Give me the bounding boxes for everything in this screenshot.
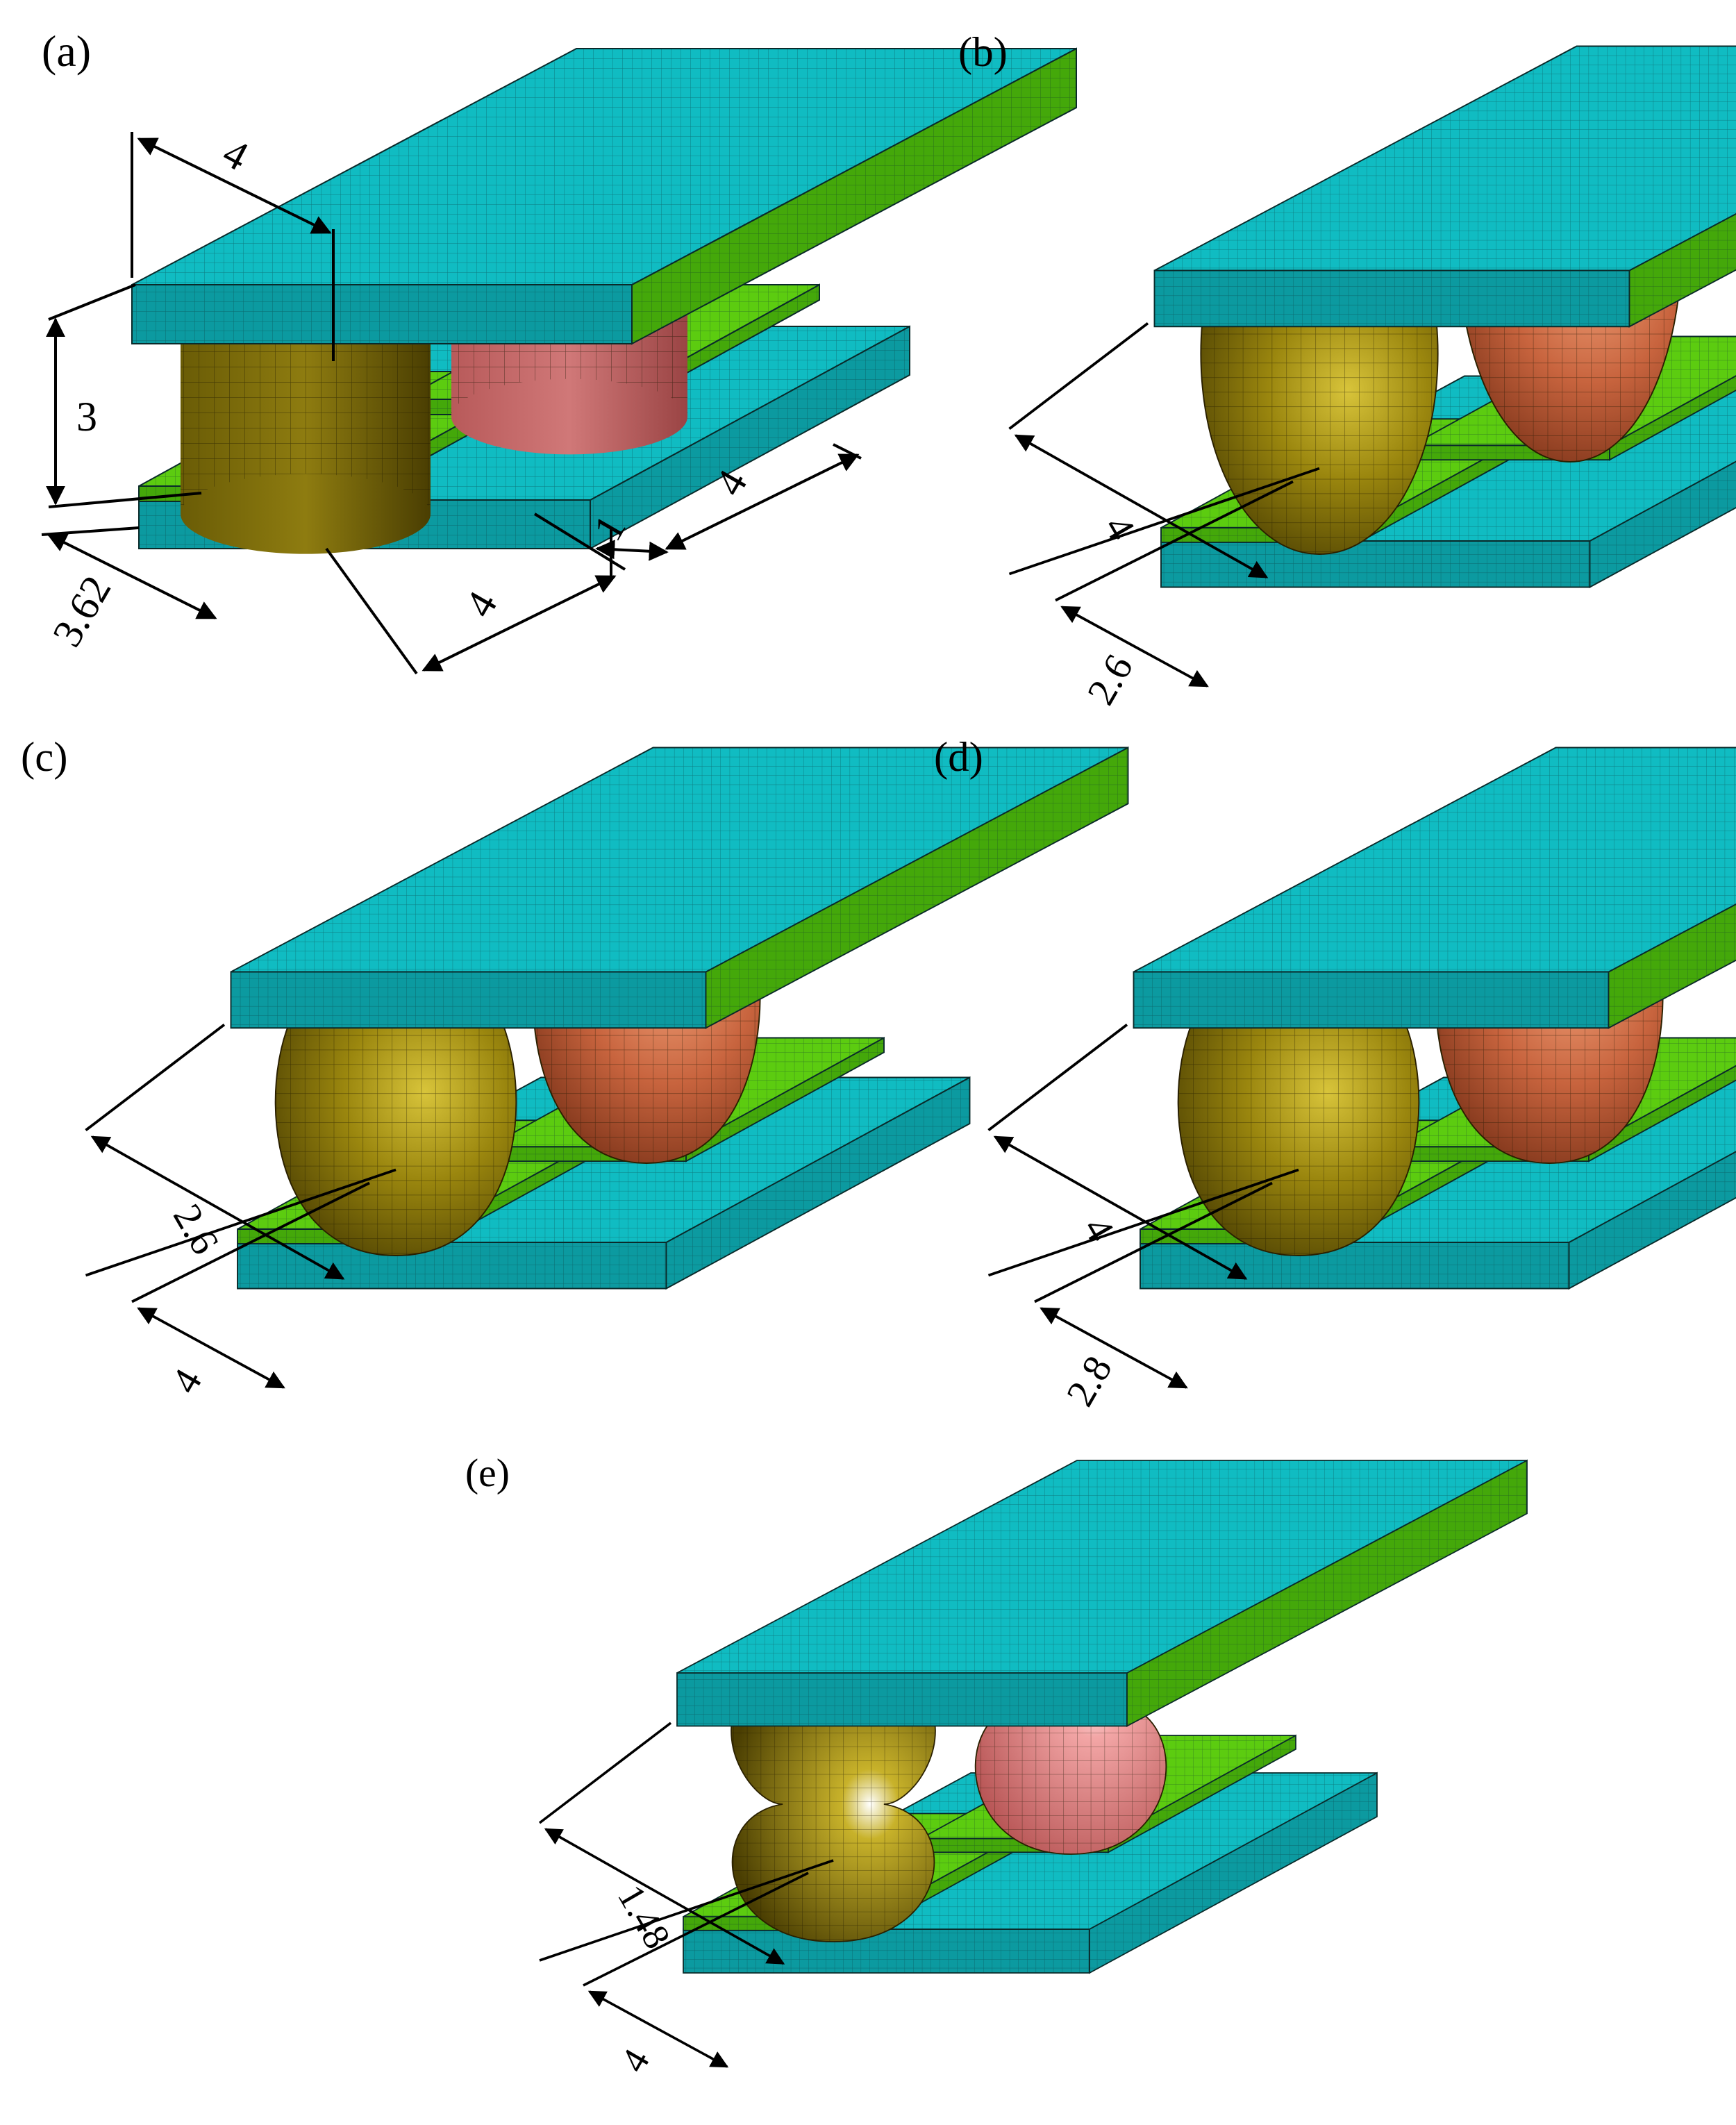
panel-label: (e)	[465, 1451, 510, 1495]
dim-secondary-value: 4	[612, 2042, 658, 2078]
solder-joint-front-mesh	[1178, 992, 1419, 1256]
extension-line	[583, 1872, 809, 1987]
extension-line	[1008, 322, 1149, 431]
extension-line	[48, 283, 136, 321]
extension-line	[48, 492, 202, 508]
dim-height-value: 3	[76, 394, 97, 440]
dim-pad-width-value: 4	[456, 584, 506, 625]
bottom-substrate-front-mesh	[683, 1929, 1090, 1973]
solder-joint-front-base	[181, 474, 431, 554]
extension-line	[1034, 1181, 1273, 1303]
dim-primary-arrow	[993, 1135, 1248, 1280]
panel-c: (c)2.64	[21, 734, 1129, 1401]
bottom-pad-back-side-mesh	[1589, 1065, 1736, 1162]
bottom-pad-back-side-mesh	[686, 1038, 885, 1162]
top-board-front-mesh	[231, 972, 706, 1028]
bottom-substrate-side-mesh	[1090, 1773, 1377, 1973]
bottom-substrate-side-mesh	[1589, 461, 1736, 588]
panel-d: (d) 4 2.8	[934, 734, 1736, 1413]
bottom-substrate-front-mesh	[237, 1242, 667, 1289]
panel-label: (b)	[958, 29, 1008, 76]
solder-joint-front-mesh	[731, 1692, 935, 1942]
bottom-substrate-front-mesh	[1140, 1242, 1569, 1289]
dim-secondary-value: 2.6	[1079, 647, 1142, 712]
bottom-pad-back-side-mesh	[1108, 1735, 1296, 1853]
top-board-front-mesh	[1133, 972, 1609, 1028]
dim-pad-depth-value: 3.62	[44, 568, 120, 654]
top-board-side-mesh	[706, 747, 1128, 1028]
solder-joint-back-base	[451, 378, 687, 455]
dim-pad-width-arrow	[422, 575, 617, 672]
dim-secondary-arrow	[1060, 606, 1209, 688]
top-board-top-mesh	[132, 49, 1076, 285]
extension-line	[85, 1023, 226, 1132]
extension-line	[987, 1023, 1128, 1132]
dim-secondary-arrow	[137, 1307, 285, 1389]
top-board-front-mesh	[132, 285, 632, 344]
dim-primary-arrow	[1014, 434, 1269, 578]
top-board-top-mesh	[677, 1460, 1527, 1673]
top-board-side-mesh	[1608, 904, 1736, 1028]
top-board-top-mesh	[231, 747, 1128, 972]
dim-pad-depth-arrow	[47, 533, 217, 619]
top-board-top-mesh	[1133, 747, 1736, 972]
extension-line	[131, 1181, 370, 1303]
panel-e: (e)1.484	[465, 1451, 1528, 2079]
bottom-substrate-side-mesh	[666, 1077, 970, 1289]
extension-line	[41, 526, 140, 536]
dim-secondary-arrow	[587, 1990, 729, 2068]
top-board-front-mesh	[1154, 270, 1630, 327]
dim-primary-arrow	[544, 1828, 785, 1965]
dim-primary-value: 4	[1096, 508, 1144, 547]
top-board-top-mesh	[1154, 46, 1736, 271]
top-board-side-mesh	[1629, 213, 1736, 327]
dim-top-depth-value: 4	[216, 129, 256, 179]
panel-label: (c)	[21, 734, 67, 781]
extension-line	[1055, 480, 1294, 602]
bottom-substrate-side-mesh	[1569, 1151, 1736, 1289]
dim-back-pad-arrow	[665, 453, 860, 550]
bottom-substrate-front-mesh	[1161, 541, 1590, 588]
solder-joint-front-mesh	[275, 992, 517, 1256]
dim-secondary-arrow	[1040, 1307, 1188, 1389]
dim-primary-arrow	[90, 1135, 345, 1280]
top-board-side-mesh	[1127, 1460, 1527, 1726]
dim-top-depth-arrow	[137, 138, 332, 234]
dim-primary-value: 4	[1075, 1210, 1123, 1249]
extension-line	[325, 547, 418, 675]
dim-secondary-value: 2.8	[1058, 1349, 1121, 1413]
panel-label: (a)	[42, 26, 91, 76]
dim-gap-arrow	[595, 540, 669, 561]
extension-line	[538, 1722, 672, 1824]
dim-secondary-value: 4	[163, 1362, 211, 1401]
panel-label: (d)	[934, 734, 983, 781]
top-board-front-mesh	[677, 1673, 1127, 1726]
bottom-pad-back-side-mesh	[1610, 376, 1736, 460]
panel-b: (b) 4 2.6	[958, 29, 1736, 712]
top-board-side-mesh	[632, 49, 1076, 344]
